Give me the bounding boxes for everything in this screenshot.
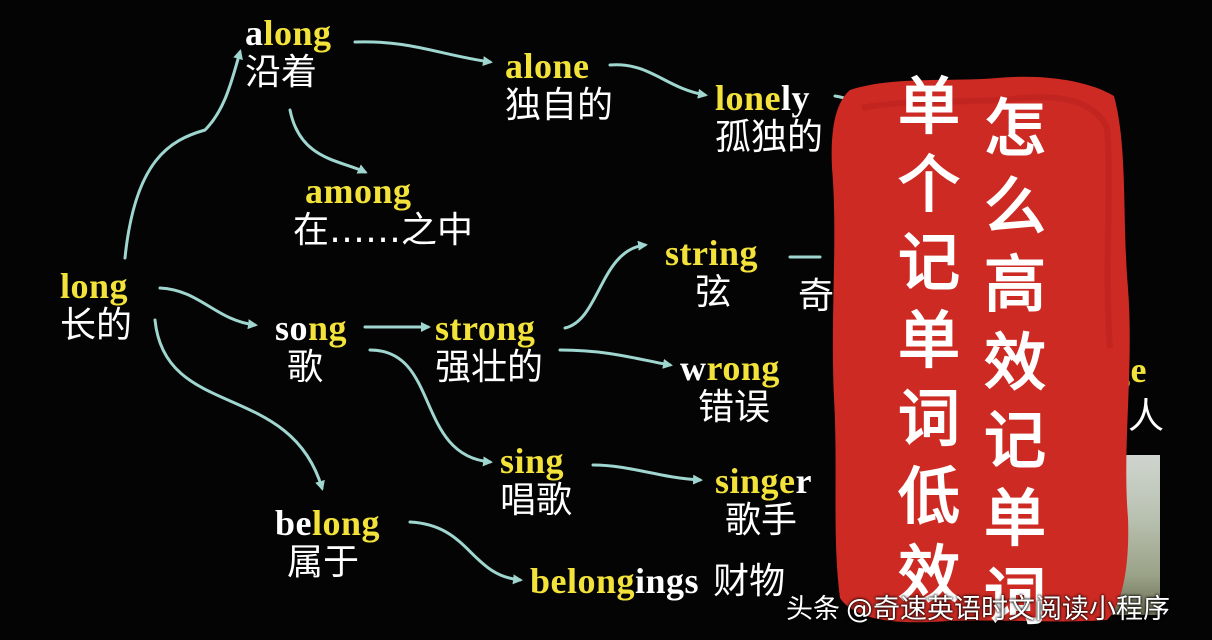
- seal-char: 单: [983, 482, 1046, 555]
- seal-char: 效: [983, 326, 1046, 399]
- seal-column-left: 单 个 记 单 词 低 效: [894, 68, 964, 614]
- word-belong-meaning: 属于: [287, 542, 360, 583]
- word-singer-highlight: singe: [715, 461, 796, 501]
- word-long-highlight: long: [60, 266, 129, 306]
- arrow-sing-singer: [591, 463, 703, 485]
- word-node-song: song 歌: [275, 310, 347, 386]
- word-node-along: along 沿着: [245, 15, 332, 91]
- seal-char: 记: [897, 226, 960, 299]
- seal-char: 个: [897, 148, 960, 221]
- word-node-string: string 弦: [665, 235, 758, 311]
- word-node-among: among 在……之中: [293, 171, 473, 249]
- word-along-highlight: long: [263, 13, 332, 53]
- arrow-long-along: [123, 49, 243, 260]
- seal-column-right: 怎 么 高 效 记 单 词: [980, 90, 1050, 636]
- seal-char: 么: [983, 170, 1046, 243]
- word-among-meaning: 在……之中: [293, 210, 474, 251]
- word-node-wrong: wrong 错误: [680, 350, 780, 426]
- seal-char: 记: [983, 404, 1046, 477]
- word-belongings-meaning: 财物: [713, 561, 786, 602]
- word-node-belong: belong 属于: [275, 505, 380, 581]
- watermark: 头条 @奇速英语时文阅读小程序: [786, 586, 1196, 626]
- partial-char-ren: 人: [1128, 396, 1165, 437]
- word-strong-meaning: 强壮的: [435, 347, 544, 388]
- word-wrong-prefix: w: [680, 348, 707, 388]
- word-alone-meaning: 独自的: [505, 85, 614, 126]
- arrow-strong-string: [563, 240, 648, 330]
- seal-char: 低: [897, 460, 960, 533]
- arrow-long-song: [158, 286, 258, 330]
- seal-background: [831, 76, 1130, 623]
- seal-char: 词: [983, 560, 1046, 633]
- seal-char: 词: [897, 382, 960, 455]
- word-string-meaning: 弦: [695, 272, 732, 313]
- seal-char: 单: [897, 304, 960, 377]
- arrow-belong-belongings: [408, 520, 523, 585]
- seal-char: 怎: [983, 92, 1046, 165]
- word-lonely-suffix: ly: [781, 78, 811, 118]
- word-alone-highlight: alone: [505, 46, 590, 86]
- word-node-long: long 长的: [60, 268, 132, 344]
- word-node-alone: alone 独自的: [505, 48, 613, 124]
- word-along-prefix: a: [245, 13, 264, 53]
- word-belong-prefix: be: [275, 503, 312, 543]
- word-node-singer: singer 歌手: [715, 463, 812, 539]
- word-song-prefix: so: [275, 308, 309, 348]
- word-singer-suffix: r: [795, 461, 812, 501]
- partial-char-qi: 奇: [798, 276, 835, 317]
- word-sing-highlight: sing: [500, 441, 565, 481]
- red-seal-stamp: 单 个 记 单 词 低 效 怎 么 高 效 记 单 词: [822, 68, 1142, 633]
- word-lonely-meaning: 孤独的: [715, 117, 824, 158]
- word-node-strong: strong 强壮的: [435, 310, 543, 386]
- word-along-meaning: 沿着: [245, 52, 318, 93]
- word-song-highlight: ng: [308, 308, 348, 348]
- word-belong-highlight: long: [312, 503, 381, 543]
- word-sing-meaning: 唱歌: [500, 480, 573, 521]
- word-belongings-suffix: ings: [635, 561, 700, 601]
- seal-char: 效: [897, 538, 960, 611]
- word-strong-highlight: strong: [435, 308, 536, 348]
- word-belongings-highlight: belong: [530, 561, 636, 601]
- word-node-sing: sing 唱歌: [500, 443, 572, 519]
- word-node-belongings: belongings 财物: [530, 563, 785, 600]
- word-among-highlight: among: [305, 171, 412, 211]
- arrow-long-belong: [153, 318, 325, 491]
- word-long-meaning: 长的: [60, 305, 133, 346]
- word-song-meaning: 歌: [287, 347, 324, 388]
- word-wrong-highlight: rong: [706, 348, 780, 388]
- arrow-along-among: [288, 108, 368, 174]
- seal-char: 高: [983, 248, 1046, 321]
- arrow-strong-wrong: [558, 348, 673, 369]
- word-string-highlight: string: [665, 233, 758, 273]
- arrow-alone-lonely: [608, 63, 708, 99]
- arrow-song-sing: [368, 348, 493, 467]
- word-singer-meaning: 歌手: [725, 500, 798, 541]
- arrow-along-alone: [353, 40, 493, 66]
- watermark-handle: @奇速英语时文阅读小程序: [846, 593, 1170, 625]
- word-node-lonely: lonely 孤独的: [715, 80, 823, 156]
- word-wrong-meaning: 错误: [698, 387, 771, 428]
- watermark-prefix: 头条: [786, 593, 840, 625]
- seal-char: 单: [897, 70, 960, 143]
- word-lonely-highlight: lone: [715, 78, 782, 118]
